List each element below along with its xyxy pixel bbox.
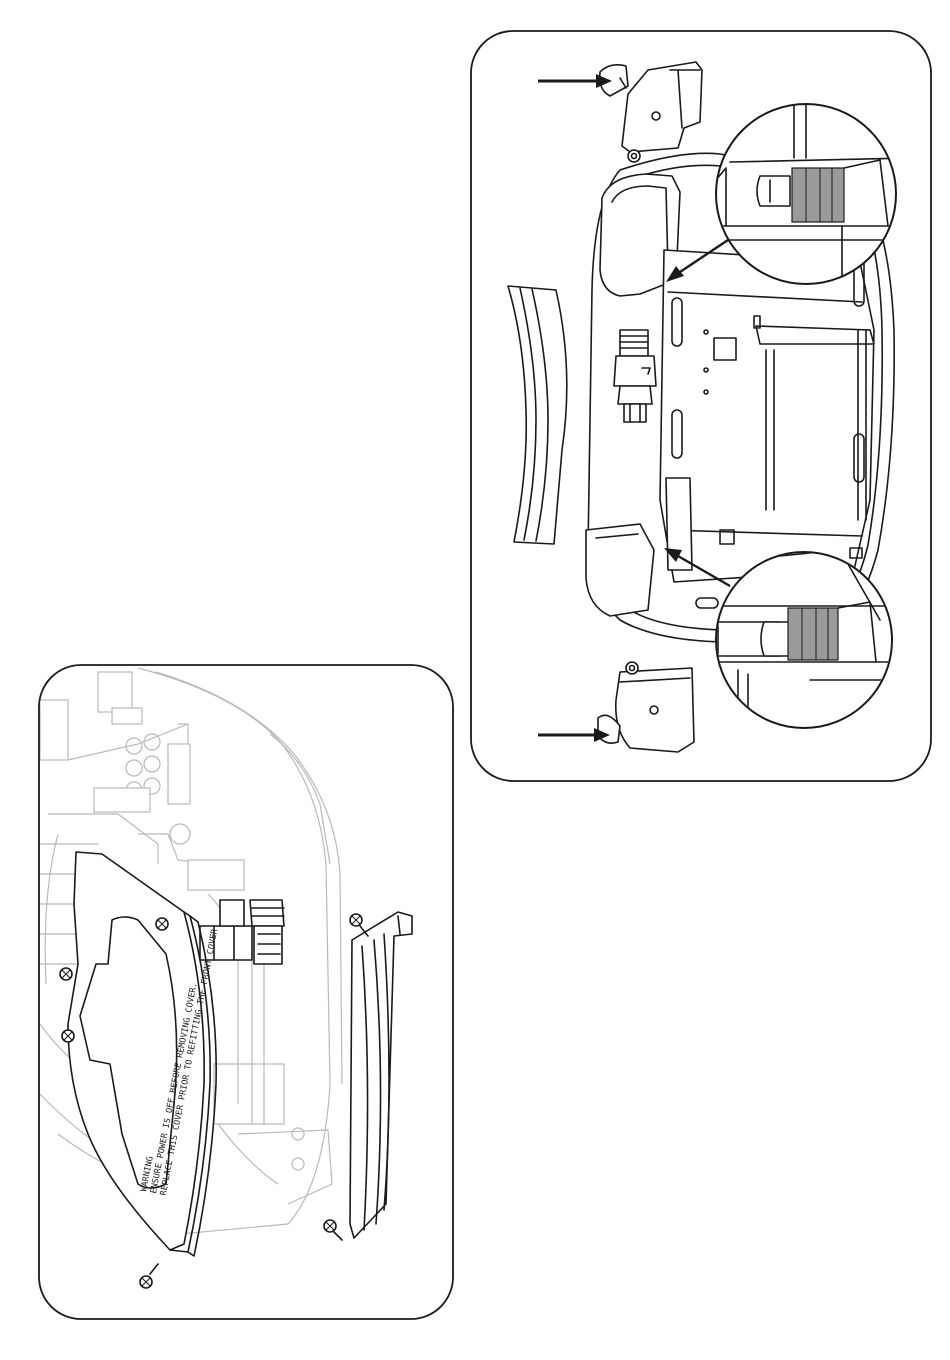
disassembly-panel-top (470, 30, 932, 782)
bottom-end-cover (616, 662, 694, 752)
disassembly-panel-bottom: WARNING ENSURE POWER IS OFF BEFORE REMOV… (38, 664, 454, 1320)
